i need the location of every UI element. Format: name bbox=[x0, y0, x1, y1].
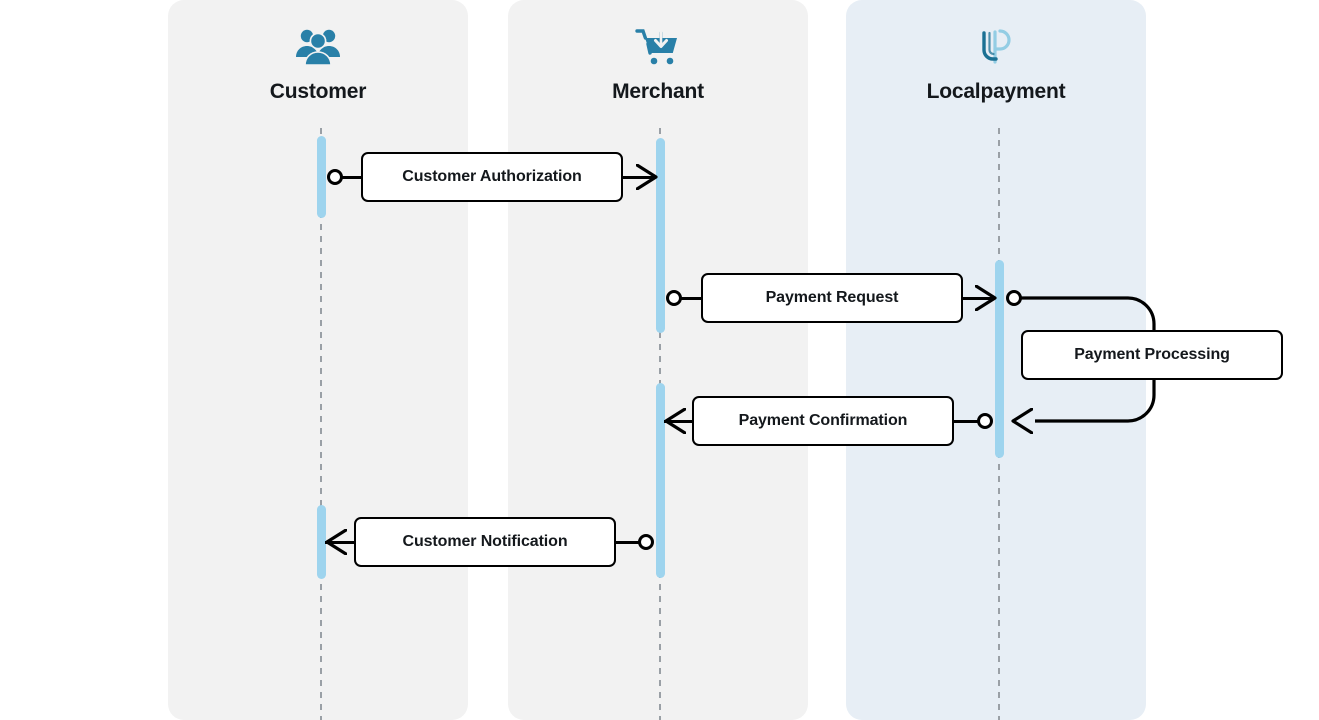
activation-bar-customer bbox=[316, 136, 326, 218]
message-source-dot-customer-authorization bbox=[327, 169, 343, 185]
users-group-icon bbox=[295, 24, 341, 70]
message-label-customer-authorization: Customer Authorization bbox=[402, 168, 582, 185]
message-arrow-payment-processing bbox=[1011, 407, 1034, 435]
message-source-dot-payment-confirmation bbox=[977, 413, 993, 429]
shopping-cart-download-icon bbox=[635, 24, 681, 70]
activation-bar-localpayment bbox=[994, 260, 1004, 458]
lifeline-customer bbox=[320, 128, 322, 720]
message-label-payment-request: Payment Request bbox=[765, 289, 899, 306]
message-line bbox=[963, 296, 995, 300]
lane-title-localpayment: Localpayment bbox=[926, 80, 1066, 103]
message-source-dot-payment-processing bbox=[1006, 290, 1022, 306]
message-box-payment-confirmation[interactable]: Payment Confirmation bbox=[692, 396, 954, 446]
message-box-customer-notification[interactable]: Customer Notification bbox=[354, 517, 616, 567]
message-label-payment-processing: Payment Processing bbox=[1074, 346, 1230, 363]
message-line bbox=[954, 419, 991, 423]
message-arrow-payment-request bbox=[974, 284, 997, 312]
lane-title-customer: Customer bbox=[269, 80, 367, 103]
message-line bbox=[616, 540, 652, 544]
message-line bbox=[623, 175, 656, 179]
activation-bar-merchant bbox=[655, 138, 665, 333]
lane-header-merchant: Merchant bbox=[508, 0, 808, 104]
localpayment-lp-logo-icon bbox=[973, 24, 1019, 70]
message-line bbox=[664, 419, 692, 423]
message-line bbox=[329, 175, 361, 179]
message-box-payment-request[interactable]: Payment Request bbox=[701, 273, 963, 323]
message-source-dot-customer-notification bbox=[638, 534, 654, 550]
message-box-payment-processing[interactable]: Payment Processing bbox=[1021, 330, 1283, 380]
message-arrow-payment-confirmation bbox=[664, 407, 687, 435]
lane-panel-customer: Customer bbox=[168, 0, 468, 720]
lane-title-merchant: Merchant bbox=[612, 80, 704, 103]
lane-panel-merchant: Merchant bbox=[508, 0, 808, 720]
message-arrow-customer-authorization bbox=[635, 163, 658, 191]
message-box-customer-authorization[interactable]: Customer Authorization bbox=[361, 152, 623, 202]
message-line bbox=[325, 540, 354, 544]
message-arrow-customer-notification bbox=[325, 528, 348, 556]
message-line bbox=[668, 296, 701, 300]
lane-header-customer: Customer bbox=[168, 0, 468, 104]
message-label-payment-confirmation: Payment Confirmation bbox=[738, 412, 908, 429]
message-label-customer-notification: Customer Notification bbox=[402, 533, 568, 550]
message-source-dot-payment-request bbox=[666, 290, 682, 306]
activation-bar-customer bbox=[316, 505, 326, 579]
lane-header-localpayment: Localpayment bbox=[846, 0, 1146, 104]
activation-bar-merchant bbox=[655, 383, 665, 578]
